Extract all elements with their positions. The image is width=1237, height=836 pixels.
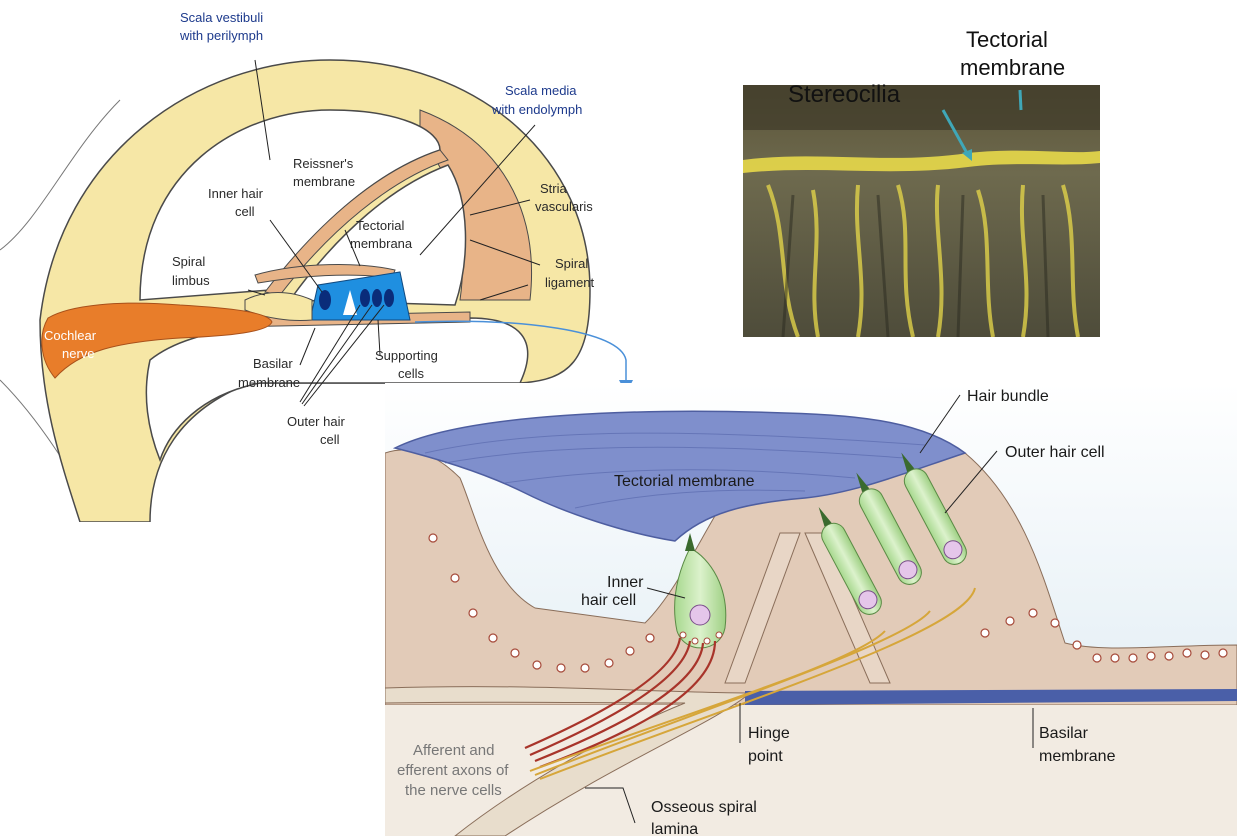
label-tectorial-2: membrana <box>350 236 413 251</box>
label-scala-media-1: Scala media <box>505 83 577 98</box>
label-supporting-2: cells <box>398 366 425 381</box>
label-reissners-2: membrane <box>293 174 355 189</box>
label-scala-media-2: with endolymph <box>491 102 582 117</box>
label-photo-tectorial-1: Tectorial <box>966 27 1048 52</box>
label-spiral-ligament-2: ligament <box>545 275 595 290</box>
label-afferent-1: Afferent and <box>413 742 494 759</box>
arrow-tectorial <box>1020 90 1021 110</box>
label-inner-hair-2: cell <box>235 204 255 219</box>
label-spiral-ligament-1: Spiral <box>555 256 588 271</box>
outer-hair-cell-shape-3 <box>384 289 394 307</box>
label-stria-2: vascularis <box>535 199 593 214</box>
label-inner-1: Inner <box>607 574 644 591</box>
label-tectorial-membrane: Tectorial membrane <box>614 473 755 490</box>
label-outer-hair-cell: Outer hair cell <box>1005 444 1105 461</box>
organ-svg: Hair bundle Outer hair cell Tectorial me… <box>385 383 1237 836</box>
inner-hair-nucleus <box>690 605 710 625</box>
label-tectorial-1: Tectorial <box>356 218 405 233</box>
label-stria-1: Stria <box>540 181 568 196</box>
outer-hair-cell-shape-1 <box>360 289 370 307</box>
label-inner-2: hair cell <box>581 592 636 609</box>
outer-hair-cell-shape-2 <box>372 289 382 307</box>
label-reissners-1: Reissner's <box>293 156 354 171</box>
micrograph-svg: Tectorial membrane Stereocilia <box>738 25 1100 337</box>
label-outer-hair-1: Outer hair <box>287 414 345 429</box>
label-photo-stereocilia: Stereocilia <box>788 81 901 108</box>
label-inner-hair-1: Inner hair <box>208 186 264 201</box>
inner-hair-cell-shape <box>319 290 331 310</box>
label-afferent-2: efferent axons of <box>397 762 509 779</box>
label-osseous-1: Osseous spiral <box>651 799 757 816</box>
label-basilar-2: membrane <box>238 375 300 390</box>
label-afferent-3: the nerve cells <box>405 782 502 799</box>
label-osseous-2: lamina <box>651 821 698 836</box>
label-hinge-2: point <box>748 748 783 765</box>
label-hinge-1: Hinge <box>748 725 790 742</box>
label-spiral-limbus-2: limbus <box>172 273 210 288</box>
organ-of-corti-detail: Hair bundle Outer hair cell Tectorial me… <box>385 383 1237 836</box>
label-spiral-limbus-1: Spiral <box>172 254 205 269</box>
label-cochlear-nerve-1: Cochlear <box>44 328 97 343</box>
label-basilar-1: Basilar <box>1039 725 1089 742</box>
label-outer-hair-2: cell <box>320 432 340 447</box>
label-basilar-1: Basilar <box>253 356 293 371</box>
label-photo-tectorial-2: membrane <box>960 55 1065 80</box>
label-scala-vestibuli-2: with perilymph <box>179 28 263 43</box>
label-cochlear-nerve-2: nerve <box>62 346 95 361</box>
label-basilar-2: membrane <box>1039 748 1116 765</box>
label-scala-vestibuli-1: Scala vestibuli <box>180 10 263 25</box>
stereocilia-micrograph: Tectorial membrane Stereocilia <box>738 25 1100 337</box>
label-hair-bundle: Hair bundle <box>967 388 1049 405</box>
label-supporting-1: Supporting <box>375 348 438 363</box>
